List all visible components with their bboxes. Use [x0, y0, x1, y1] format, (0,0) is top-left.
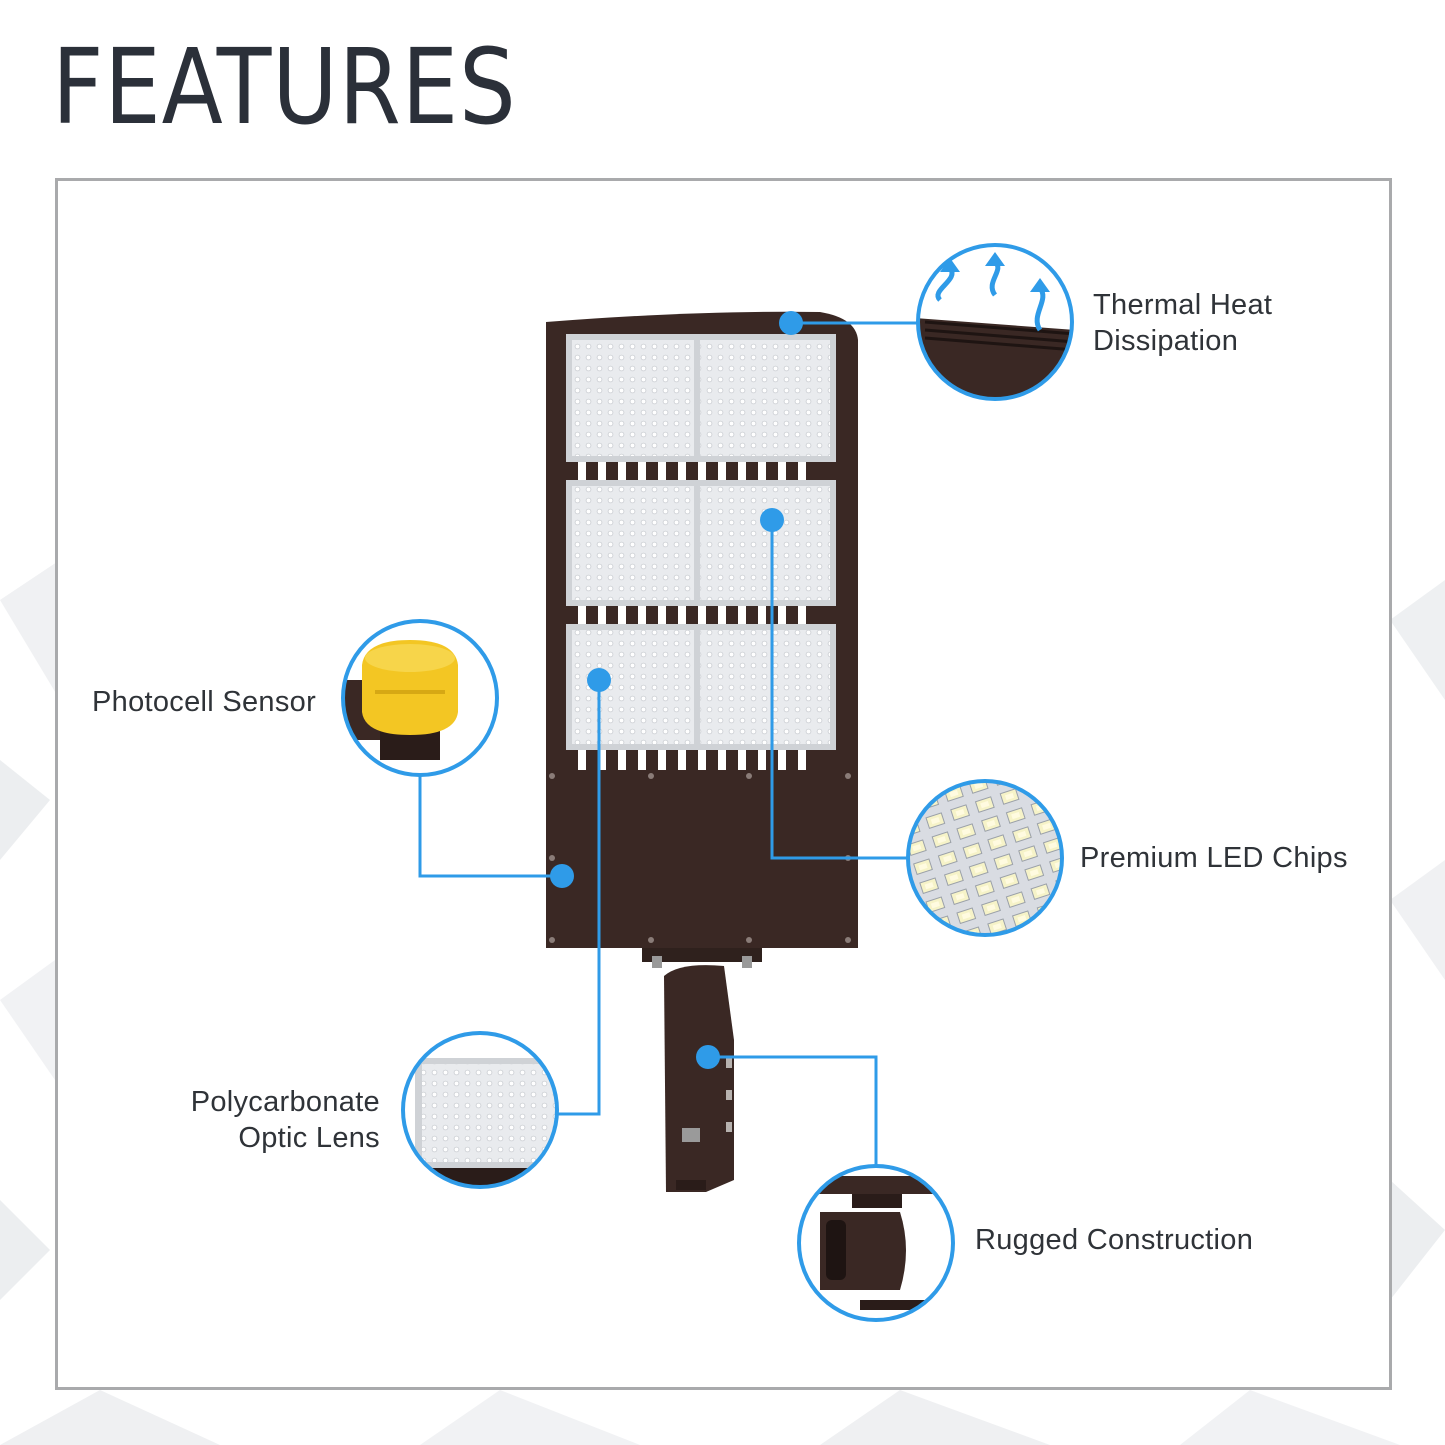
thermal-inset-icon — [916, 243, 1074, 401]
photocell-inset-icon — [341, 619, 499, 777]
rugged-label: Rugged Construction — [975, 1224, 1254, 1256]
lamp-head — [546, 311, 858, 948]
photocell-label: Photocell Sensor — [92, 686, 317, 718]
thermal-label-line1: Thermal Heat — [1093, 289, 1273, 321]
led-chips-inset-icon — [906, 779, 1064, 937]
lens-label: Polycarbonate Optic Lens — [120, 1084, 380, 1156]
lens-inset-icon — [401, 1031, 559, 1189]
callout-lines — [418, 321, 918, 1166]
thermal-label-line2: Dissipation — [1093, 325, 1239, 357]
thermal-label: Thermal Heat Dissipation — [1093, 287, 1272, 359]
rugged-inset-icon — [797, 1164, 955, 1322]
callout-dots — [550, 311, 803, 1069]
lens-label-line2: Optic Lens — [238, 1122, 380, 1154]
led-chips-label: Premium LED Chips — [1080, 842, 1348, 874]
page-title: FEATURES — [52, 26, 517, 148]
lens-label-line1: Polycarbonate — [190, 1086, 380, 1118]
mounting-arm — [642, 948, 762, 1192]
